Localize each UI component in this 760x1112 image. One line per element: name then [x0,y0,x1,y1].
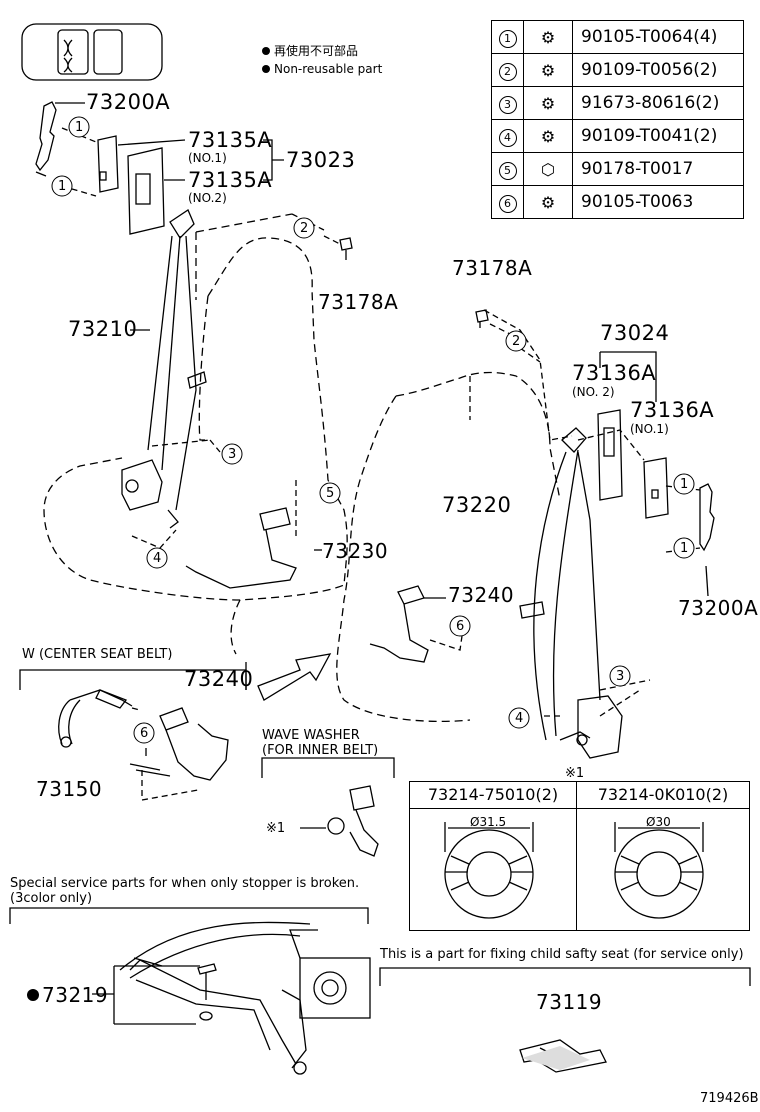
callout-6: 6 [456,619,465,634]
callout-number: 1 [498,29,517,48]
washer-part-number[interactable]: 73214-0K010(2) [577,782,749,809]
table-row: 6 ⚙ 90105-T0063 [491,185,744,219]
part-label-73150[interactable]: 73150 [36,777,103,801]
callout-4: 4 [515,711,524,726]
part-label-73178A-right[interactable]: 73178A [452,256,533,280]
legend-en-label: Non-reusable part [274,62,383,76]
fastener-part-number[interactable]: 91673-80616(2) [572,86,744,120]
nut-icon: ⬡ [541,159,555,179]
callout-4: 4 [153,551,162,566]
stopper-note-sub: (3color only) [10,891,93,906]
part-label-73220[interactable]: 73220 [442,493,512,517]
callout-1: 1 [75,120,84,135]
wave-washer-subheading: (FOR INNER BELT) [262,743,379,758]
bolt-icon: ⚙ [540,60,556,80]
washer-ring-right [614,829,704,919]
part-label-73240-center[interactable]: 73240 [184,667,254,691]
callout-5: 5 [326,486,335,501]
part-label-73178A-left[interactable]: 73178A [318,290,399,314]
fastener-part-number[interactable]: 90105-T0064(4) [572,20,744,54]
washer-ring-left [444,829,534,919]
bolt-icon: ⚙ [540,93,556,113]
callout-3: 3 [228,447,237,462]
fastener-table: 1 ⚙ 90105-T0064(4) 2 ⚙ 90109-T0056(2) 3 … [491,20,744,219]
part-label-73240-right[interactable]: 73240 [448,583,515,607]
callout-number: 6 [498,194,517,213]
callout-2: 2 [512,334,521,349]
reference-mark: ※1 [565,766,585,781]
vehicle-location-icon [21,23,163,81]
washer-part-number[interactable]: 73214-75010(2) [410,782,576,809]
part-label-73230[interactable]: 73230 [322,539,389,563]
part-label-73135A-no2[interactable]: 73135A [188,168,273,192]
part-label-73135A-no1[interactable]: 73135A [188,128,273,152]
table-row: 3 ⚙ 91673-80616(2) [491,86,744,120]
stopper-note: Special service parts for when only stop… [10,876,360,891]
washer-diameter: Ø30 [646,815,671,829]
table-row: 5 ⬡ 90178-T0017 [491,152,744,186]
part-label-73200A-right[interactable]: 73200A [678,596,759,620]
center-belt-heading: W (CENTER SEAT BELT) [22,647,173,662]
wave-washer-table: 73214-75010(2) 73214-0K010(2) Ø31.5 Ø30 [409,781,750,931]
callout-1: 1 [58,179,67,194]
table-row: 2 ⚙ 90109-T0056(2) [491,53,744,87]
table-row: 4 ⚙ 90109-T0041(2) [491,119,744,153]
washer-diameter: Ø31.5 [470,815,507,829]
part-label-73136A-no1[interactable]: 73136A [630,398,715,422]
fastener-part-number[interactable]: 90178-T0017 [572,152,744,186]
part-label-73119[interactable]: 73119 [536,990,603,1014]
wave-washer-heading: WAVE WASHER [262,728,360,743]
table-row: 1 ⚙ 90105-T0064(4) [491,20,744,54]
table-divider [576,782,577,930]
callout-6: 6 [140,726,149,741]
part-label-73219[interactable]: 73219 [42,983,109,1007]
callout-number: 2 [498,62,517,81]
fastener-part-number[interactable]: 90109-T0056(2) [572,53,744,87]
child-seat-note: This is a part for fixing child safty se… [380,947,744,962]
part-label-73200A-top[interactable]: 73200A [86,90,171,114]
legend-jp-label: 再使用不可部品 [274,44,359,58]
reference-mark-washer: ※1 [266,821,286,836]
callout-1: 1 [680,541,689,556]
diagram-id: 719426B [700,1091,759,1106]
part-sub-no2: (NO.2) [188,191,227,205]
part-label-73136A-no2[interactable]: 73136A [572,361,657,385]
callout-number: 5 [498,161,517,180]
fastener-part-number[interactable]: 90105-T0063 [572,185,744,219]
part-label-73023[interactable]: 73023 [286,148,356,172]
callout-number: 3 [498,95,517,114]
bolt-icon: ⚙ [540,192,556,212]
part-label-73210[interactable]: 73210 [68,317,138,341]
part-label-73024[interactable]: 73024 [600,321,670,345]
fastener-part-number[interactable]: 90109-T0041(2) [572,119,744,153]
bolt-icon: ⚙ [540,27,556,47]
part-sub-no1-right: (NO.1) [630,422,669,436]
callout-1: 1 [680,477,689,492]
bolt-icon: ⚙ [540,126,556,146]
callout-3: 3 [616,669,625,684]
part-sub-no1: (NO.1) [188,151,227,165]
part-sub-no2-right: (NO. 2) [572,385,615,399]
callout-number: 4 [498,128,517,147]
callout-2: 2 [300,221,309,236]
